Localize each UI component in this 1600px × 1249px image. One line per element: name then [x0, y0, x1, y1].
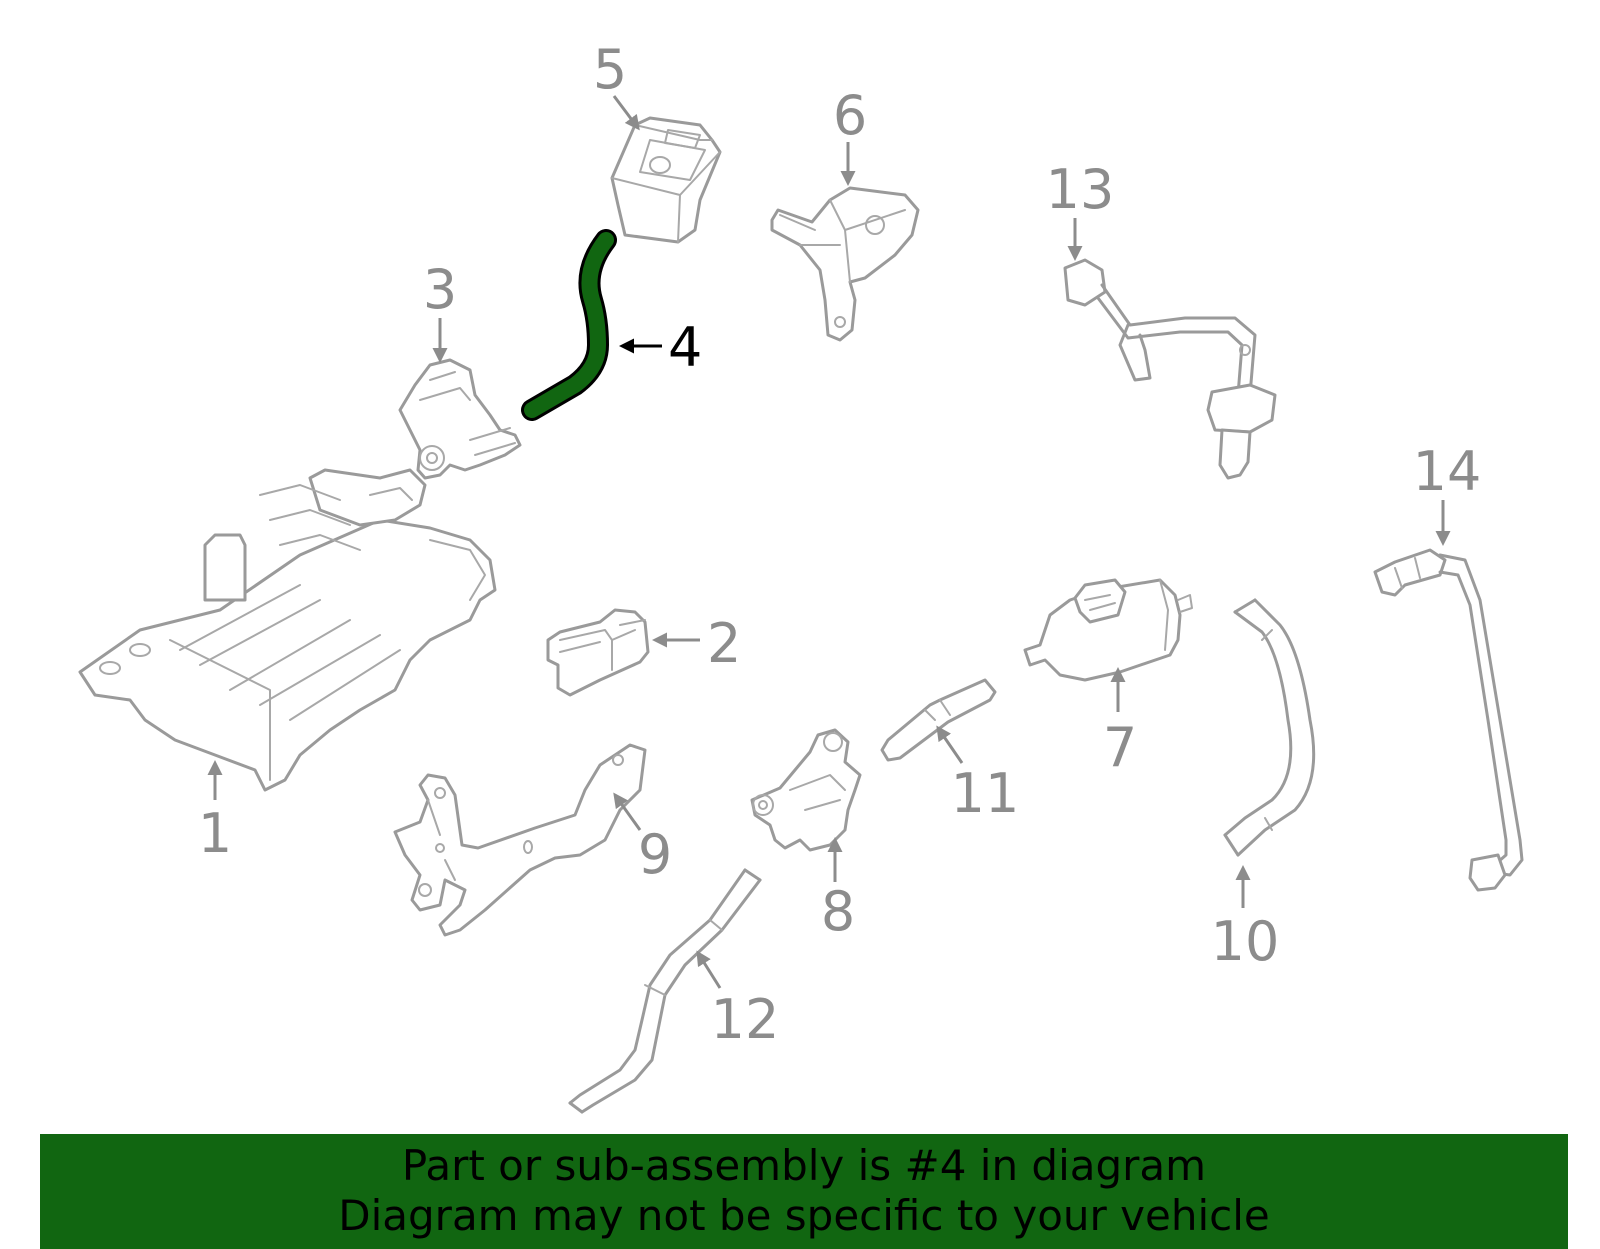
callout-8: 8 — [821, 880, 855, 943]
callout-12: 12 — [711, 988, 780, 1051]
callout-2: 2 — [707, 612, 741, 675]
callout-1: 1 — [198, 802, 232, 865]
leader-9 — [613, 792, 642, 831]
part-4-hose-fill — [524, 232, 614, 418]
part-5-filter[interactable] — [610, 116, 722, 244]
callout-9: 9 — [638, 823, 672, 886]
part-2-sensor[interactable] — [546, 608, 650, 697]
leader-12 — [696, 950, 722, 989]
part-4-hose-highlighted[interactable] — [521, 229, 617, 421]
part-3-valve[interactable] — [398, 358, 522, 480]
callout-5: 5 — [593, 38, 627, 101]
callout-3: 3 — [423, 258, 457, 321]
callout-4: 4 — [668, 316, 702, 379]
callout-14: 14 — [1413, 440, 1482, 503]
callout-11: 11 — [951, 762, 1020, 825]
leader-11 — [936, 725, 964, 764]
callout-13: 13 — [1046, 158, 1115, 221]
part-9-bracket[interactable] — [393, 743, 647, 937]
part-8-valve[interactable] — [750, 728, 862, 852]
part-12-hose[interactable] — [568, 868, 762, 1114]
callout-10: 10 — [1211, 910, 1280, 973]
banner-line-2: Diagram may not be specific to your vehi… — [338, 1191, 1270, 1240]
leader-5 — [612, 95, 640, 131]
part-13-oxygen-sensor[interactable] — [1063, 258, 1277, 480]
callout-6: 6 — [833, 84, 867, 147]
part-7-solenoid[interactable] — [1023, 578, 1193, 682]
info-banner: Part or sub-assembly is #4 in diagram Di… — [40, 1134, 1568, 1249]
callout-7: 7 — [1103, 716, 1137, 779]
part-10-hose[interactable] — [1223, 598, 1316, 857]
part-11-hose[interactable] — [880, 678, 997, 762]
banner-line-1: Part or sub-assembly is #4 in diagram — [401, 1141, 1207, 1190]
part-1-canister[interactable] — [78, 468, 497, 792]
part-14-pipe-sensor[interactable] — [1373, 548, 1524, 892]
part-6-bracket[interactable] — [770, 186, 920, 342]
